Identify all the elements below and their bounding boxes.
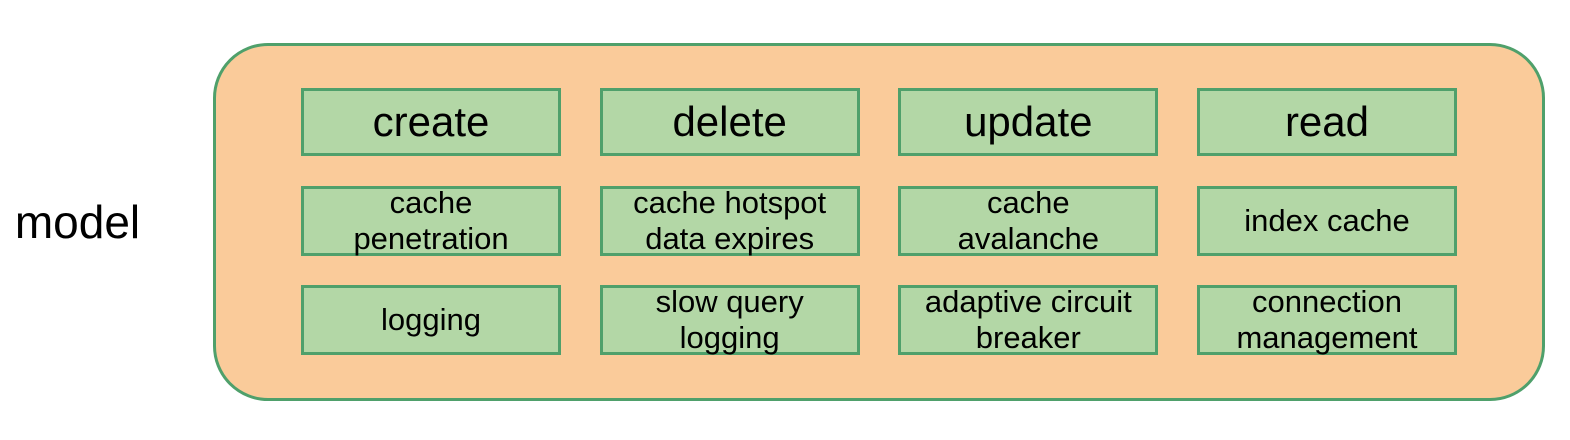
model-label: model — [14, 196, 141, 248]
node-delete: delete — [599, 88, 860, 156]
node-create: create — [301, 88, 561, 156]
node-index-cache: index cache — [1196, 185, 1457, 256]
node-cache-hotspot-data-expires: cache hotspot data expires — [599, 185, 860, 256]
node-cache-penetration: cache penetration — [301, 185, 561, 256]
node-update: update — [898, 88, 1159, 156]
model-container: create delete update read cache penetrat… — [213, 43, 1545, 401]
node-logging: logging — [301, 285, 561, 355]
node-cache-avalanche: cache avalanche — [898, 185, 1159, 256]
node-read: read — [1196, 88, 1457, 156]
node-slow-query-logging: slow query logging — [599, 284, 860, 355]
node-grid: create delete update read cache penetrat… — [216, 46, 1542, 398]
node-adaptive-circuit-breaker: adaptive circuit breaker — [898, 284, 1159, 355]
node-connection-management: connection management — [1196, 284, 1457, 355]
